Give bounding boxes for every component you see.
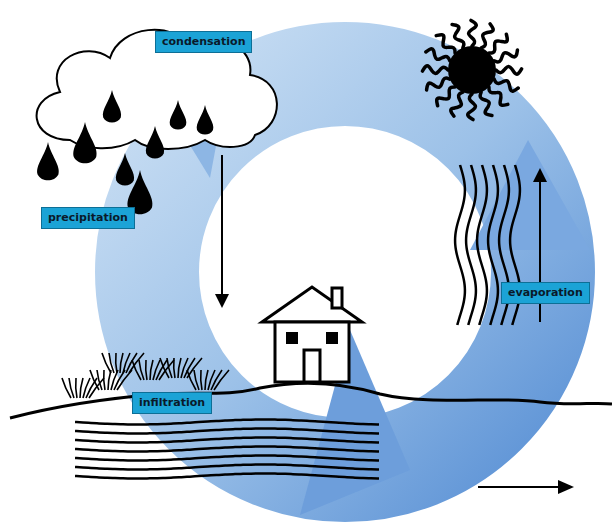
grass-blade (146, 360, 147, 380)
sun-ray (489, 34, 507, 53)
sun-ray (451, 92, 463, 116)
sun-ray (469, 20, 477, 46)
sun-ray (422, 66, 448, 74)
label-box: precipitation (41, 207, 135, 229)
stage-label: evaporation (508, 286, 583, 300)
raindrops (37, 90, 213, 214)
vapor-line (455, 165, 465, 325)
water-line (75, 456, 379, 461)
raindrop (37, 142, 59, 180)
vapor-line (488, 165, 498, 325)
water-line (75, 438, 379, 443)
grass-blade (116, 353, 117, 373)
grass-blade (174, 358, 175, 378)
grass-blade (80, 378, 83, 398)
stage-label: infiltration (139, 396, 205, 410)
sun-ray (468, 94, 476, 120)
sun-ray (489, 87, 508, 105)
grass-blade (139, 360, 144, 380)
water-line (75, 465, 379, 470)
groundwater-lines (75, 420, 379, 479)
vapor-line (477, 165, 487, 325)
label-box: evaporation (501, 282, 590, 304)
sun-icon (422, 20, 521, 119)
raindrop (170, 100, 187, 130)
cloud-icon (37, 30, 277, 149)
raindrop (146, 126, 164, 158)
grass-blade (201, 370, 202, 390)
sun-ray (494, 79, 518, 91)
stage-label: precipitation (48, 211, 128, 225)
grass-blade (129, 353, 144, 373)
sun-ray (426, 49, 450, 61)
sun-ray (427, 78, 450, 90)
raindrop (103, 90, 121, 122)
raindrop (116, 153, 134, 185)
grass-blade (214, 370, 229, 390)
house-icon (262, 287, 362, 382)
sun-ray (436, 35, 455, 53)
water-line (75, 447, 379, 452)
grass-blade (109, 353, 114, 373)
ground-line (10, 383, 612, 418)
raindrop (73, 122, 96, 163)
grass-blade (97, 370, 102, 390)
sun-ray (480, 92, 492, 115)
vapor-line (466, 165, 476, 325)
stage-label: condensation (162, 35, 245, 49)
sun-ray (496, 67, 522, 75)
raindrop (197, 105, 214, 135)
sun-ray (452, 25, 464, 48)
sun-ray (437, 87, 455, 106)
grass-blade (178, 358, 181, 378)
grass-blade (205, 370, 208, 390)
sun-ray (481, 24, 493, 48)
label-box: infiltration (132, 392, 212, 414)
grass-blade (150, 360, 153, 380)
water-line (75, 429, 379, 434)
grass-blade (76, 378, 77, 398)
grass-blade (104, 370, 105, 390)
grass-blade (194, 370, 199, 390)
grass-blade (69, 378, 74, 398)
grass-blade (120, 353, 123, 373)
water-line (75, 420, 379, 425)
grass-blade (167, 358, 172, 378)
water-line (75, 474, 379, 479)
flow-arrows (215, 155, 574, 494)
label-box: condensation (155, 31, 252, 53)
sun-ray (494, 50, 517, 62)
